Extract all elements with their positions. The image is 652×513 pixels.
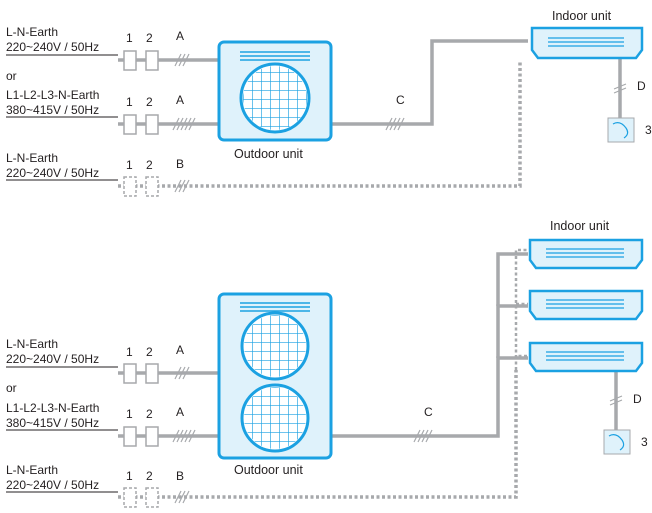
bottom-label-3: 3	[641, 435, 648, 449]
bottom-label-a2: A	[176, 405, 184, 419]
bottom-cable-c	[332, 356, 528, 438]
bottom-num2-row1: 2	[146, 345, 153, 359]
top-num1-row2: 1	[126, 95, 133, 109]
top-label-a2: A	[176, 93, 184, 107]
top-remote-icon	[607, 117, 635, 143]
top-breaker-1-row1	[123, 50, 159, 71]
bottom-supply3-line2: 220~240V / 50Hz	[6, 478, 99, 492]
bottom-num2-row3: 2	[146, 469, 153, 483]
bottom-label-c: C	[424, 405, 433, 419]
top-outdoor-label: Outdoor unit	[234, 147, 303, 161]
bottom-num1-row2: 1	[126, 407, 133, 421]
top-supply3-line2: 220~240V / 50Hz	[6, 166, 99, 180]
top-supply2-line1: L1-L2-L3-N-Earth	[6, 88, 99, 102]
top-label-b: B	[176, 157, 184, 171]
bottom-indoor-unit-3	[528, 341, 644, 373]
top-or-label: or	[6, 69, 17, 83]
bottom-supply2-line2: 380~415V / 50Hz	[6, 416, 99, 430]
bottom-indoor-unit-2	[528, 289, 644, 321]
bottom-outdoor-unit	[217, 292, 333, 460]
top-label-3: 3	[645, 123, 652, 137]
top-breaker-1-row3	[123, 176, 159, 197]
top-outdoor-unit	[217, 40, 333, 142]
bottom-outdoor-fan-upper-icon	[240, 311, 310, 381]
top-supply3-line1: L-N-Earth	[6, 151, 58, 165]
bottom-breaker-row1	[123, 363, 159, 384]
bottom-num1-row1: 1	[126, 345, 133, 359]
bottom-cable-b	[118, 370, 518, 499]
top-cable-b	[118, 62, 522, 188]
top-supply1-line1: L-N-Earth	[6, 25, 58, 39]
bottom-or-label: or	[6, 381, 17, 395]
bottom-supply1-line2: 220~240V / 50Hz	[6, 352, 99, 366]
top-supply1-line2: 220~240V / 50Hz	[6, 40, 99, 54]
top-breaker-1-row2	[123, 114, 159, 135]
bottom-remote-icon	[603, 429, 631, 455]
bottom-supply2-line1: L1-L2-L3-N-Earth	[6, 401, 99, 415]
top-label-c: C	[396, 93, 405, 107]
bottom-outdoor-fan-lower-icon	[240, 383, 310, 453]
bottom-hatches	[172, 366, 623, 504]
top-indoor-label: Indoor unit	[552, 9, 612, 23]
bottom-supply1-line1: L-N-Earth	[6, 337, 58, 351]
bottom-breaker-row2	[123, 426, 159, 447]
bottom-label-b: B	[176, 469, 184, 483]
bottom-indoor-unit-1	[528, 238, 644, 270]
top-diagram: L-N-Earth 220~240V / 50Hz or L1-L2-L3-N-…	[6, 9, 652, 197]
top-num2-row3: 2	[146, 158, 153, 172]
bottom-label-d: D	[633, 392, 642, 406]
bottom-outdoor-label: Outdoor unit	[234, 463, 303, 477]
top-cable-c	[332, 39, 528, 126]
bottom-num1-row3: 1	[126, 469, 133, 483]
top-label-d: D	[637, 79, 646, 93]
bottom-diagram: L-N-Earth 220~240V / 50Hz or L1-L2-L3-N-…	[6, 219, 648, 508]
top-num1-row3: 1	[126, 158, 133, 172]
top-indoor-unit	[530, 26, 644, 60]
top-hatches	[172, 53, 627, 193]
bottom-breaker-row3	[123, 487, 159, 508]
top-num1-row1: 1	[126, 31, 133, 45]
top-num2-row1: 2	[146, 31, 153, 45]
bottom-num2-row2: 2	[146, 407, 153, 421]
top-label-a1: A	[176, 29, 184, 43]
top-num2-row2: 2	[146, 95, 153, 109]
bottom-indoor-label: Indoor unit	[550, 219, 610, 233]
bottom-label-a1: A	[176, 343, 184, 357]
top-supply2-line2: 380~415V / 50Hz	[6, 103, 99, 117]
top-outdoor-fan-icon	[239, 62, 311, 134]
bottom-supply3-line1: L-N-Earth	[6, 463, 58, 477]
